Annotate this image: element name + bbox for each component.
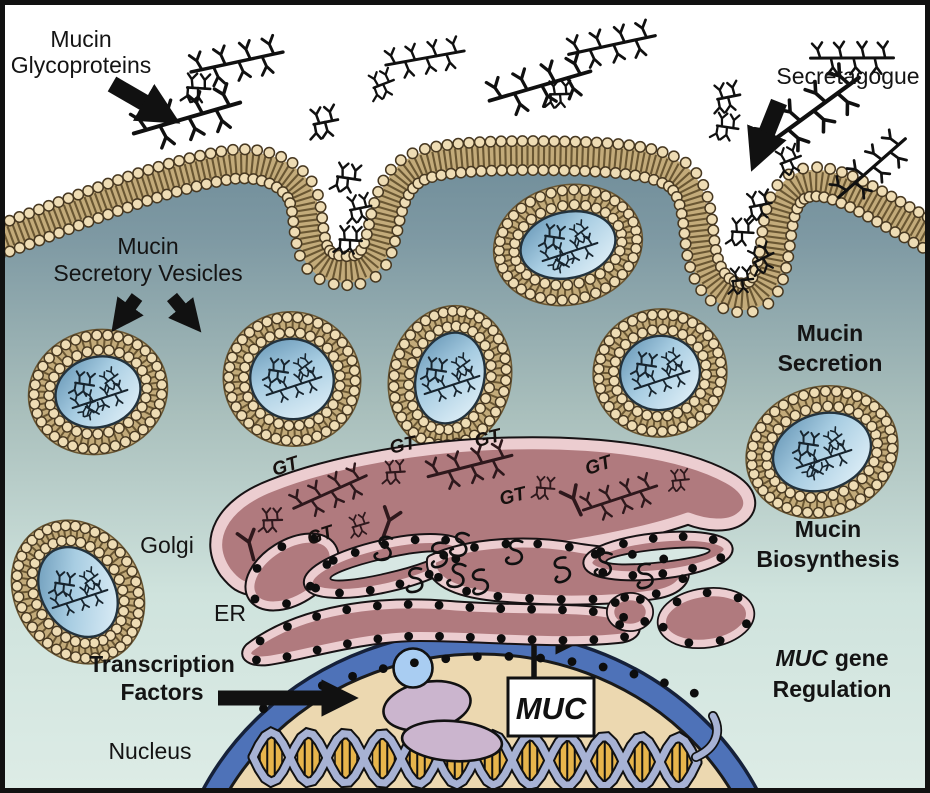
label-transcription-factors-2: Factors xyxy=(120,679,203,705)
label-mucin-biosynthesis-1: Mucin xyxy=(795,516,861,542)
secretory-vesicle-icon xyxy=(387,304,513,452)
nucleus-group: MUC xyxy=(199,628,761,793)
label-mucin-glycoproteins-2: Glycoproteins xyxy=(11,52,152,78)
muc-gene-box-label: MUC xyxy=(516,691,587,726)
label-transcription-factors-1: Transcription xyxy=(89,651,235,677)
secretory-vesicle-arrow-right xyxy=(166,292,202,333)
secretory-vesicle-icon xyxy=(492,183,644,307)
secretory-vesicle-arrow-left xyxy=(111,293,144,333)
mucin-glycoproteins-arrow xyxy=(107,76,181,124)
arrows-group xyxy=(107,76,787,717)
label-mucin-secretion-2: Secretion xyxy=(778,350,883,376)
label-muc-gene-1: MUC gene xyxy=(775,645,888,671)
transcription-factor-complex-icon xyxy=(382,647,504,763)
rough-er-icon xyxy=(241,529,756,714)
labels-group: Mucin Glycoproteins Secretagogue Mucin S… xyxy=(11,26,920,764)
secretory-vesicle-icon xyxy=(10,519,146,665)
label-er: ER xyxy=(214,600,246,626)
plasma-membrane-lipid-bilayer xyxy=(0,135,930,319)
muc-gene-box: MUC xyxy=(506,676,596,738)
dna-double-helix-icon xyxy=(247,711,722,793)
label-mucin-biosynthesis-2: Biosynthesis xyxy=(756,546,899,572)
label-golgi: Golgi xyxy=(140,532,194,558)
secretagogue-arrow xyxy=(747,98,787,172)
label-mucin-secretory-vesicles-1: Mucin xyxy=(117,233,178,259)
label-muc-gene-2: Regulation xyxy=(773,676,892,702)
label-mucin-secretion-1: Mucin xyxy=(797,320,863,346)
muc-gene-rest: gene xyxy=(835,645,889,671)
secretory-vesicle-icon xyxy=(27,328,169,456)
label-mucin-secretory-vesicles-2: Secretory Vesicles xyxy=(53,260,242,286)
label-secretagogue: Secretagogue xyxy=(776,63,919,89)
muc-gene-italic: MUC xyxy=(775,645,828,671)
label-nucleus: Nucleus xyxy=(108,738,191,764)
secretory-vesicle-icon xyxy=(745,385,899,519)
label-mucin-glycoproteins-1: Mucin xyxy=(50,26,111,52)
mucin-secretory-vesicles-group xyxy=(10,183,899,665)
